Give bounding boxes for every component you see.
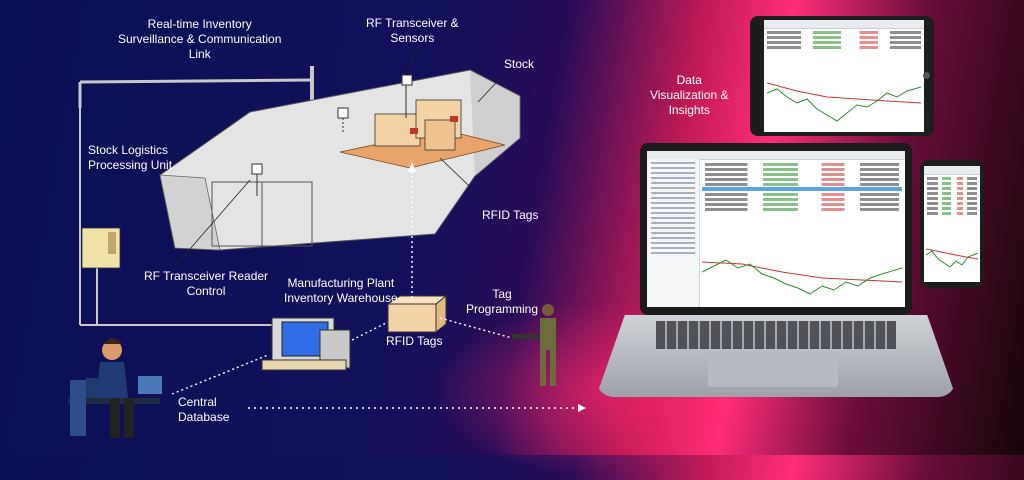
tablet-home-button bbox=[923, 72, 930, 79]
tablet-icon bbox=[750, 16, 934, 136]
label-rfid-tags-top: RFID Tags bbox=[482, 208, 539, 222]
laptop-icon bbox=[596, 143, 956, 398]
processing-unit-icon bbox=[81, 227, 121, 269]
laptop-keyboard bbox=[656, 321, 896, 349]
label-stock: Stock bbox=[504, 57, 535, 71]
rf-sensor-icon bbox=[337, 107, 349, 119]
label-rf-sensors: RF Transceiver &Sensors bbox=[366, 16, 459, 45]
tablet-chart bbox=[767, 82, 921, 122]
rfid-system-diagram bbox=[68, 46, 556, 438]
phone-screen bbox=[924, 166, 980, 282]
laptop-chart bbox=[702, 259, 902, 295]
computer-icon bbox=[261, 317, 351, 371]
phone-chart bbox=[926, 248, 978, 268]
warehouse-icon bbox=[159, 69, 521, 251]
rf-reader-icon bbox=[251, 163, 263, 175]
phone-icon bbox=[920, 160, 984, 288]
label-rfid-tags-bottom: RFID Tags bbox=[386, 334, 443, 348]
rf-sensor-icon bbox=[401, 74, 413, 86]
operator-icon bbox=[68, 338, 162, 438]
crate-icon bbox=[339, 99, 506, 169]
programmer-icon bbox=[512, 304, 556, 386]
laptop-trackpad bbox=[708, 353, 838, 387]
rfid-tag-programmer-icon bbox=[386, 294, 448, 334]
laptop-screen bbox=[647, 151, 905, 307]
antenna-icon bbox=[78, 66, 314, 326]
tablet-screen bbox=[764, 20, 924, 132]
